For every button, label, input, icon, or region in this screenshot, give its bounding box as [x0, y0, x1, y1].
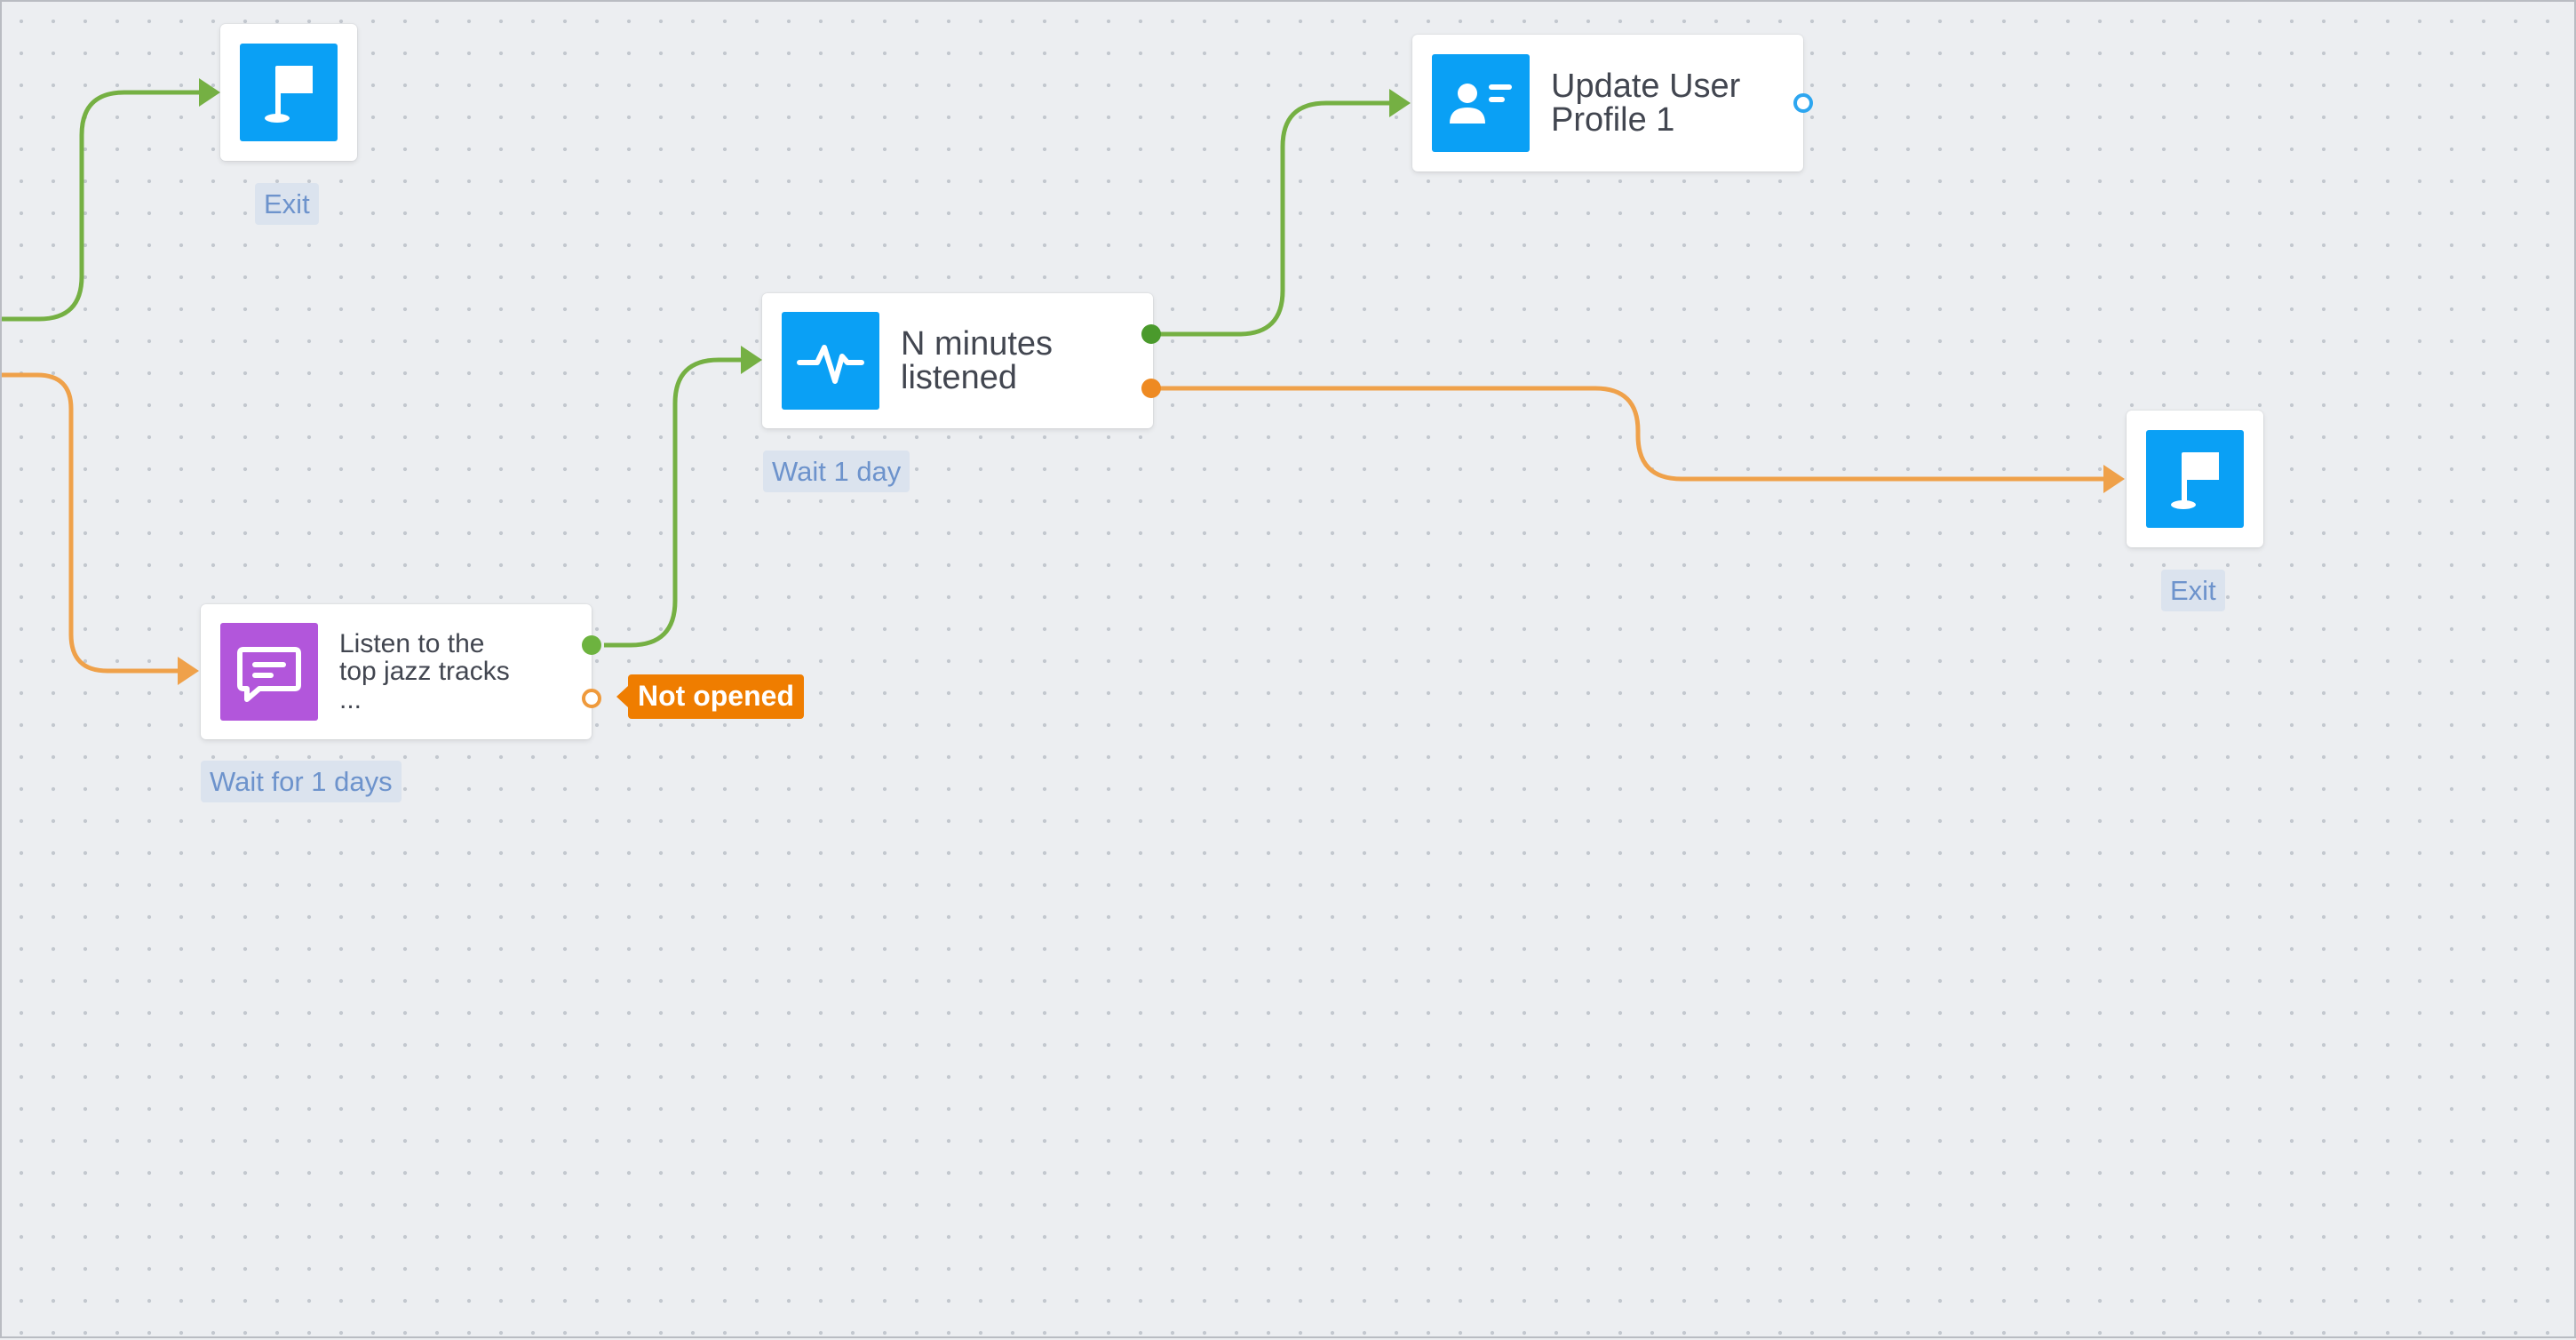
update-profile-node[interactable]: Update User Profile 1: [1412, 35, 1803, 171]
flag-icon: [240, 44, 338, 141]
exit-node-right[interactable]: [2127, 411, 2263, 547]
exit-caption-top: Exit: [255, 183, 319, 225]
condition-node[interactable]: N minutes listened: [762, 293, 1153, 428]
message-node-title: Listen to the top jazz tracks ...: [339, 628, 510, 714]
arrowhead-exit-right: [2103, 465, 2125, 493]
link-to-message: [2, 372, 178, 674]
condition-yes-port[interactable]: [1141, 324, 1161, 344]
condition-node-title: N minutes listened: [901, 325, 1053, 396]
link-message-to-condition: [604, 357, 741, 648]
message-success-port[interactable]: [582, 635, 601, 655]
arrowhead-exit-top: [199, 78, 220, 107]
exit-caption-right: Exit: [2161, 570, 2225, 611]
message-node[interactable]: Listen to the top jazz tracks ...: [201, 604, 592, 739]
link-to-exit-top: [2, 90, 199, 322]
condition-no-port[interactable]: [1141, 379, 1161, 398]
arrowhead-message: [178, 657, 199, 685]
link-condition-to-profile: [1160, 100, 1389, 337]
update-profile-node-title: Update User Profile 1: [1551, 68, 1741, 139]
condition-caption: Wait 1 day: [763, 451, 910, 492]
not-opened-badge: Not opened: [616, 674, 804, 719]
chat-message-icon: [220, 623, 318, 721]
exit-node-top[interactable]: [220, 24, 357, 161]
arrowhead-profile: [1389, 89, 1411, 117]
user-profile-icon: [1432, 54, 1530, 152]
update-profile-out-port[interactable]: [1793, 93, 1813, 113]
link-condition-to-exit-right: [1160, 386, 2103, 482]
arrowhead-condition: [741, 346, 762, 374]
flag-icon: [2146, 430, 2244, 528]
activity-pulse-icon: [782, 312, 879, 410]
message-caption: Wait for 1 days: [201, 761, 402, 802]
message-not-opened-port[interactable]: [582, 689, 601, 708]
